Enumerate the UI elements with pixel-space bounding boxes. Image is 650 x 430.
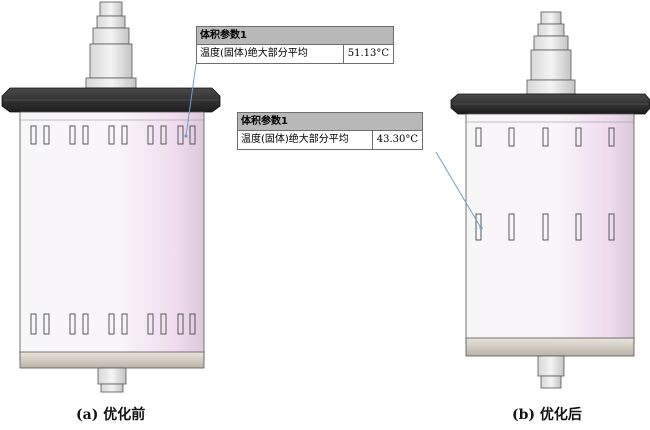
callout-title: 体积参数1 <box>197 27 393 45</box>
top-flange <box>450 93 650 115</box>
motor-before <box>1 1 221 393</box>
motor-body <box>465 113 635 345</box>
base-band <box>19 351 205 369</box>
leader-line <box>185 63 197 137</box>
slot-row-top <box>475 127 615 147</box>
top-shaft <box>526 11 576 95</box>
bottom-shaft <box>537 355 565 389</box>
motor-body <box>19 111 205 361</box>
temperature-callout-after: 体积参数1 温度(固体)绝大部分平均 43.30°C <box>237 112 423 150</box>
caption-after: (b) 优化后 <box>512 407 582 423</box>
callout-label: 温度(固体)绝大部分平均 <box>197 45 344 63</box>
motor-after <box>435 11 650 389</box>
slot-row-middle <box>475 213 615 241</box>
top-flange <box>1 87 221 113</box>
leader-line <box>435 151 482 229</box>
base-band <box>465 337 635 357</box>
slot-row-top <box>30 125 196 145</box>
bottom-shaft <box>97 367 127 393</box>
slot-row-bottom <box>30 313 196 335</box>
callout-value: 51.13°C <box>347 48 389 59</box>
callout-title: 体积参数1 <box>238 113 422 131</box>
temperature-callout-before: 体积参数1 温度(固体)绝大部分平均 51.13°C <box>196 26 394 64</box>
callout-label: 温度(固体)绝大部分平均 <box>238 131 373 149</box>
callout-value: 43.30°C <box>376 134 418 145</box>
top-shaft <box>85 1 137 89</box>
caption-before: (a) 优化前 <box>76 407 146 423</box>
